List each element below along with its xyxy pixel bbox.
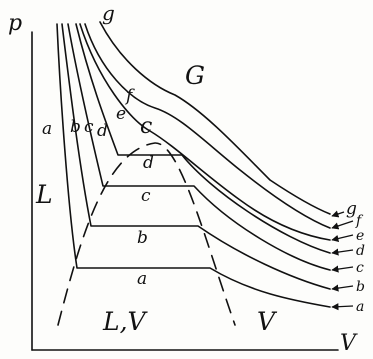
isotherm-a bbox=[56, 23, 331, 308]
arrow-b bbox=[331, 284, 354, 292]
right-label-a: a bbox=[356, 299, 364, 315]
isotherm-e bbox=[79, 23, 331, 241]
region-gas-label: G bbox=[185, 61, 205, 90]
right-label-c: c bbox=[356, 260, 364, 276]
right-label-d: d bbox=[356, 243, 365, 259]
region-two-phase-label: L,V bbox=[102, 307, 149, 336]
y-axis-label: p bbox=[8, 11, 22, 36]
region-liquid-label: L bbox=[35, 180, 53, 209]
tie-line-labels: a b c d bbox=[137, 153, 154, 289]
isotherm-b-label: b bbox=[70, 117, 81, 137]
x-axis-label: V bbox=[340, 331, 358, 356]
isotherm-b bbox=[61, 23, 331, 290]
isotherm-f bbox=[84, 23, 331, 229]
right-arrow-labels: g f e d c b a bbox=[331, 199, 365, 315]
arrow-c bbox=[331, 265, 354, 273]
right-label-e: e bbox=[356, 228, 364, 244]
isotherms bbox=[56, 21, 331, 308]
isotherm-g bbox=[99, 21, 331, 215]
right-label-b: b bbox=[356, 279, 365, 295]
isotherm-f-label: f bbox=[124, 86, 135, 106]
arrow-a bbox=[331, 303, 354, 311]
coexistence-curve bbox=[57, 142, 236, 326]
arrow-g bbox=[331, 210, 345, 218]
region-vapor-label: V bbox=[257, 307, 278, 336]
axes: p V bbox=[8, 11, 358, 356]
tie-line-label-d: d bbox=[143, 153, 154, 173]
right-label-g: g bbox=[346, 199, 357, 219]
region-labels: L G L,V V bbox=[35, 61, 278, 336]
tie-line-label-a: a bbox=[137, 269, 147, 289]
isotherm-a-label: a bbox=[42, 119, 52, 139]
isotherm-e-label: e bbox=[116, 104, 126, 124]
critical-point-label: c bbox=[140, 114, 152, 139]
isotherm-c-label: c bbox=[84, 117, 94, 137]
arrow-e bbox=[331, 234, 354, 243]
isotherm-top-labels: a b c d e f g bbox=[42, 1, 135, 141]
right-label-f: f bbox=[355, 213, 364, 229]
isotherm-c bbox=[67, 23, 331, 271]
arrow-f bbox=[331, 220, 354, 230]
tie-line-label-c: c bbox=[141, 186, 151, 206]
tie-line-label-b: b bbox=[137, 228, 148, 248]
arrow-d bbox=[331, 248, 354, 256]
isotherm-d-label: d bbox=[97, 121, 108, 141]
isotherm-g-label: g bbox=[102, 1, 115, 25]
